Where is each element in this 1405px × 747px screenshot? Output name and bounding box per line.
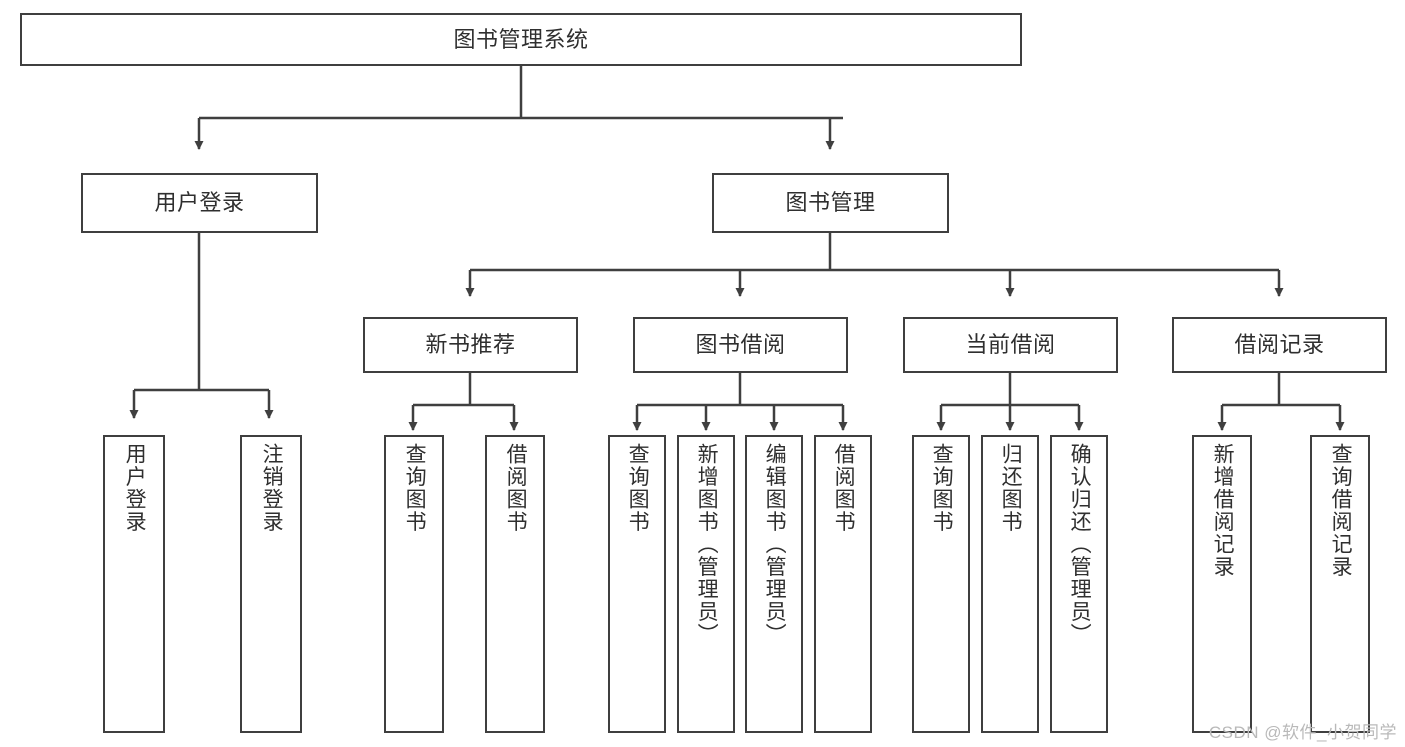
node-label: 图书管理系统 bbox=[453, 26, 589, 52]
node-leaf-recommend-query-book[interactable]: 查询图书 bbox=[384, 435, 444, 733]
node-label: 图书借阅 bbox=[695, 332, 786, 358]
node-leaf-user-login-signout[interactable]: 注销登录 bbox=[240, 435, 302, 733]
node-label: 编辑图书（管理员） bbox=[763, 443, 787, 646]
node-leaf-borrow-edit-book-admin[interactable]: 编辑图书（管理员） bbox=[745, 435, 803, 733]
node-borrow-record[interactable]: 借阅记录 bbox=[1172, 317, 1387, 373]
node-leaf-record-query-record[interactable]: 查询借阅记录 bbox=[1310, 435, 1370, 733]
node-user-login[interactable]: 用户登录 bbox=[81, 173, 318, 233]
node-leaf-borrow-add-book-admin[interactable]: 新增图书（管理员） bbox=[677, 435, 735, 733]
node-book-management[interactable]: 图书管理 bbox=[712, 173, 949, 233]
node-leaf-current-query-book[interactable]: 查询图书 bbox=[912, 435, 970, 733]
node-label: 查询图书 bbox=[930, 443, 954, 533]
node-label: 新书推荐 bbox=[425, 332, 516, 358]
watermark: CSDN @软件_小贺同学 bbox=[1208, 723, 1397, 742]
node-label: 新增图书（管理员） bbox=[695, 443, 719, 646]
node-label: 查询图书 bbox=[403, 443, 427, 533]
node-leaf-user-login-signin[interactable]: 用户登录 bbox=[103, 435, 165, 733]
node-leaf-record-add-record[interactable]: 新增借阅记录 bbox=[1192, 435, 1252, 733]
node-label: 借阅图书 bbox=[504, 443, 528, 533]
node-label: 借阅图书 bbox=[832, 443, 856, 533]
node-current-borrow[interactable]: 当前借阅 bbox=[903, 317, 1118, 373]
node-label: 归还图书 bbox=[999, 443, 1023, 533]
node-new-book-recommend[interactable]: 新书推荐 bbox=[363, 317, 578, 373]
node-label: 查询图书 bbox=[626, 443, 650, 533]
node-label: 新增借阅记录 bbox=[1211, 443, 1235, 578]
node-book-management-system[interactable]: 图书管理系统 bbox=[20, 13, 1022, 66]
node-leaf-borrow-query-book[interactable]: 查询图书 bbox=[608, 435, 666, 733]
node-label: 当前借阅 bbox=[965, 332, 1056, 358]
node-label: 查询借阅记录 bbox=[1329, 443, 1353, 578]
node-leaf-recommend-borrow-book[interactable]: 借阅图书 bbox=[485, 435, 545, 733]
node-label: 借阅记录 bbox=[1234, 332, 1325, 358]
node-leaf-current-confirm-return-admin[interactable]: 确认归还（管理员） bbox=[1050, 435, 1108, 733]
node-label: 用户登录 bbox=[154, 190, 245, 216]
node-label: 图书管理 bbox=[785, 190, 876, 216]
node-leaf-current-return-book[interactable]: 归还图书 bbox=[981, 435, 1039, 733]
node-label: 确认归还（管理员） bbox=[1068, 443, 1092, 646]
node-label: 注销登录 bbox=[260, 443, 284, 533]
node-leaf-borrow-borrow-book[interactable]: 借阅图书 bbox=[814, 435, 872, 733]
node-label: 用户登录 bbox=[123, 443, 147, 533]
node-book-borrow[interactable]: 图书借阅 bbox=[633, 317, 848, 373]
